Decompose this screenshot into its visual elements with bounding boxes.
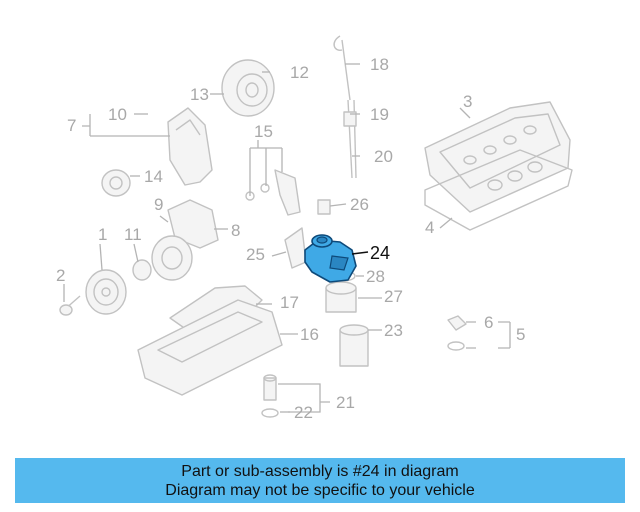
sensor-part: [317, 199, 331, 215]
oil-filter-housing-part: [325, 281, 357, 313]
callout-16: 16: [300, 325, 319, 344]
callout-9: 9: [154, 195, 163, 214]
callout-5: 5: [516, 325, 525, 344]
mount-part: [447, 315, 467, 351]
callout-23: 23: [384, 321, 403, 340]
callout-17: 17: [280, 293, 299, 312]
drain-plug-part: [261, 374, 279, 418]
callout-14: 14: [144, 167, 163, 186]
callout-15: 15: [254, 122, 273, 141]
crank-gear-part: [132, 259, 152, 281]
callout-4: 4: [425, 218, 434, 237]
leader-lines: [63, 63, 511, 413]
callout-6: 6: [484, 313, 493, 332]
belt-tensioner-part: [245, 169, 301, 216]
callout-2: 2: [56, 266, 65, 285]
callout-21: 21: [336, 393, 355, 412]
crankshaft-pulley-part: [85, 269, 127, 315]
callout-19: 19: [370, 105, 389, 124]
leader-line-24: [351, 251, 369, 255]
tensioner-pulley-part: [101, 169, 131, 197]
valve-cover-gasket-part: [424, 149, 573, 231]
callout-22: 22: [294, 403, 313, 422]
timing-cover-part: [167, 107, 213, 186]
callout-8: 8: [231, 221, 240, 240]
oil-filter-part: [339, 324, 369, 367]
callout-28: 28: [366, 267, 385, 286]
callout-25: 25: [246, 245, 265, 264]
caption-line-1: Part or sub-assembly is #24 in diagram: [181, 462, 459, 480]
caption-line-2: Diagram may not be specific to your vehi…: [165, 481, 475, 499]
diagram-caption-banner: Part or sub-assembly is #24 in diagram D…: [15, 458, 625, 503]
callout-7: 7: [67, 116, 76, 135]
callout-18: 18: [370, 55, 389, 74]
callout-26: 26: [350, 195, 369, 214]
callout-13: 13: [190, 85, 209, 104]
callout-1: 1: [98, 225, 107, 244]
callout-12: 12: [290, 63, 309, 82]
pulley-bolt-part: [59, 295, 81, 316]
water-pump-part: [151, 199, 219, 281]
valve-cover-part: [424, 101, 571, 213]
callout-3: 3: [463, 92, 472, 111]
engine-parts-diagram: 1 2 3 4 5 6 7 8 9 10 11 12 13 14 15 16 1…: [56, 35, 573, 422]
callout-27: 27: [384, 287, 403, 306]
oil-pan-part: [137, 299, 283, 396]
callout-labels: 1 2 3 4 5 6 7 8 9 10 11 12 13 14 15 16 1…: [56, 55, 525, 422]
callout-20: 20: [374, 147, 393, 166]
dipstick-part: [333, 35, 357, 179]
highlighted-part-24: [304, 234, 357, 283]
callout-24-highlighted: 24: [370, 243, 390, 263]
callout-11: 11: [124, 225, 142, 244]
callout-10: 10: [108, 105, 127, 124]
camshaft-gear-part: [221, 59, 275, 117]
pump-gasket-part: [284, 227, 307, 269]
